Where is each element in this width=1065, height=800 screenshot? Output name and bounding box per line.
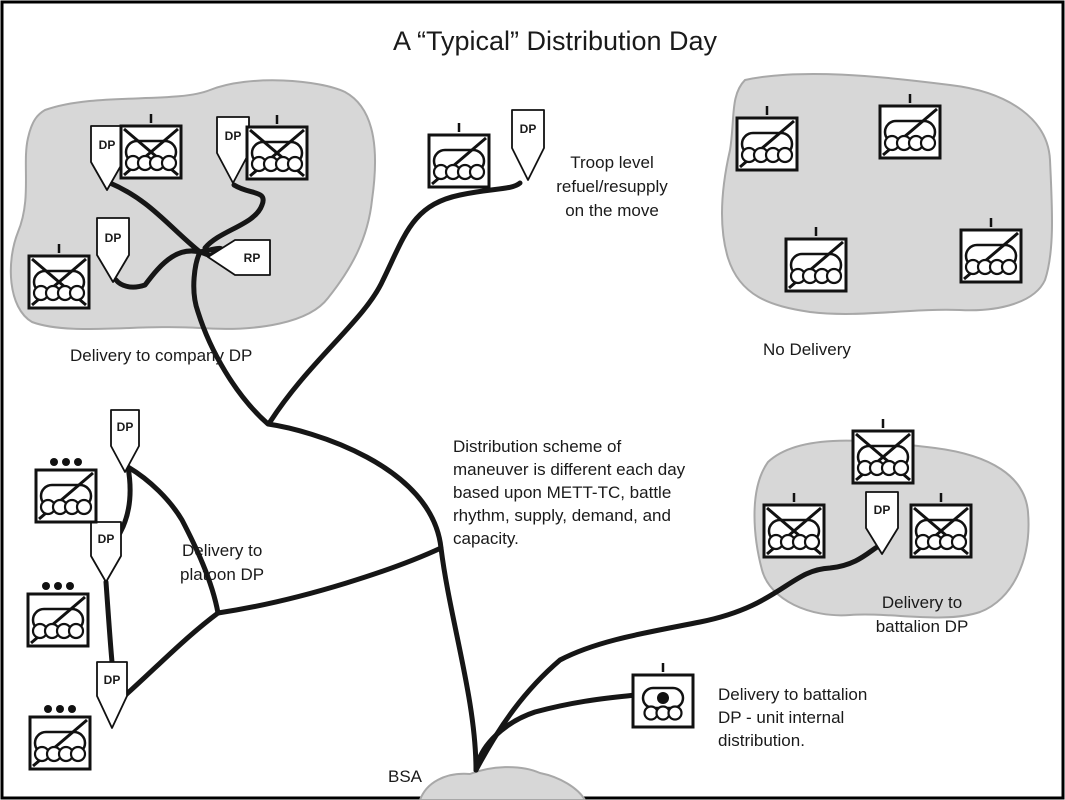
svg-text:RP: RP <box>244 251 261 265</box>
dp-marker: DP <box>90 521 122 583</box>
svg-text:refuel/resupply: refuel/resupply <box>556 177 668 196</box>
svg-text:DP - unit internal: DP - unit internal <box>718 708 844 727</box>
svg-text:DP: DP <box>520 122 537 136</box>
dp-marker: DP <box>511 109 545 181</box>
dp-marker: DP <box>96 661 128 729</box>
label-platoon-delivery: Delivery to platoon DP <box>180 541 264 584</box>
svg-text:DP: DP <box>874 503 891 517</box>
svg-text:DP: DP <box>117 420 134 434</box>
svg-text:maneuver is different each day: maneuver is different each day <box>453 460 686 479</box>
label-distribution-scheme: Distribution scheme of maneuver is diffe… <box>453 437 686 548</box>
svg-text:DP: DP <box>105 231 122 245</box>
svg-text:platoon DP: platoon DP <box>180 565 264 584</box>
svg-text:distribution.: distribution. <box>718 731 805 750</box>
label-no-delivery: No Delivery <box>763 340 851 359</box>
rp-marker: RP <box>207 239 271 276</box>
dp-marker: DP <box>96 217 130 283</box>
dp-marker: DP <box>865 491 899 555</box>
svg-text:based upon METT-TC, battle: based upon METT-TC, battle <box>453 483 671 502</box>
svg-text:DP: DP <box>225 129 242 143</box>
svg-text:Delivery to: Delivery to <box>882 593 962 612</box>
svg-text:Delivery to: Delivery to <box>182 541 262 560</box>
svg-text:Troop level: Troop level <box>570 153 653 172</box>
svg-text:Delivery to battalion: Delivery to battalion <box>718 685 867 704</box>
label-bsa: BSA <box>388 767 423 786</box>
label-troop-level: Troop level refuel/resupply on the move <box>556 153 668 220</box>
diagram-title: A “Typical” Distribution Day <box>393 26 718 56</box>
label-battalion-internal: Delivery to battalion DP - unit internal… <box>718 685 867 750</box>
route-network <box>103 180 884 773</box>
bsa-area <box>418 766 587 800</box>
svg-text:DP: DP <box>99 138 116 152</box>
svg-text:DP: DP <box>104 673 121 687</box>
svg-text:rhythm, supply, demand, and: rhythm, supply, demand, and <box>453 506 671 525</box>
svg-text:Distribution scheme of: Distribution scheme of <box>453 437 621 456</box>
dp-marker: DP <box>216 116 250 184</box>
dp-marker: DP <box>110 409 140 473</box>
label-company-delivery: Delivery to company DP <box>70 346 252 365</box>
label-battalion-delivery: Delivery to battalion DP <box>876 593 969 636</box>
svg-text:capacity.: capacity. <box>453 529 519 548</box>
svg-text:on the move: on the move <box>565 201 659 220</box>
svg-text:battalion DP: battalion DP <box>876 617 969 636</box>
dp-marker: DP <box>90 125 124 191</box>
svg-text:DP: DP <box>98 532 115 546</box>
